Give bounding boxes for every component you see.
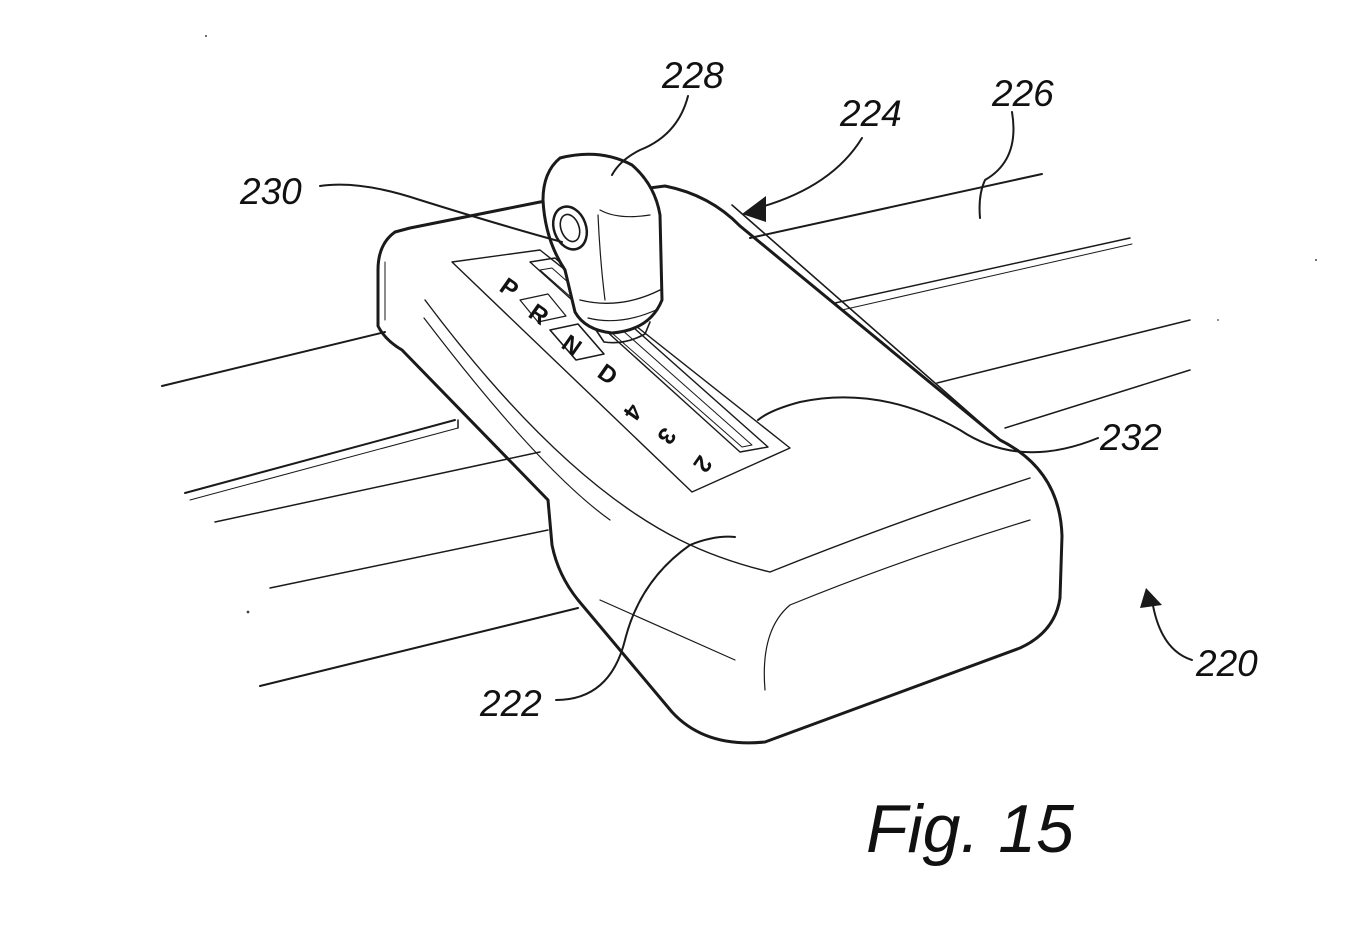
- ref-label-226: 226: [991, 73, 1054, 114]
- ref-label-224: 224: [839, 93, 902, 134]
- scan-specks: [205, 35, 1317, 614]
- console-rail: [161, 173, 1191, 687]
- gear-label-2: 2: [687, 451, 717, 477]
- ref-label-228: 228: [661, 55, 724, 96]
- ref-label-220: 220: [1195, 643, 1258, 684]
- gear-label-p: P: [495, 273, 524, 304]
- ref-label-222: 222: [479, 683, 542, 724]
- figure-caption: Fig. 15: [866, 791, 1074, 867]
- shift-knob: [541, 152, 664, 344]
- gear-label-r: R: [524, 299, 554, 331]
- reference-numerals: 228 224 226 230 232 222 220: [239, 55, 1258, 724]
- gear-label-3: 3: [651, 423, 681, 449]
- gear-label-d: D: [593, 359, 623, 391]
- shifter-housing: [376, 184, 1064, 745]
- ref-label-230: 230: [239, 171, 302, 212]
- ref-label-232: 232: [1099, 417, 1162, 458]
- leader-lines: [319, 95, 1193, 701]
- gear-label-4: 4: [617, 399, 647, 426]
- gear-label-n: N: [557, 330, 587, 362]
- gear-indicator-plate: [451, 249, 791, 493]
